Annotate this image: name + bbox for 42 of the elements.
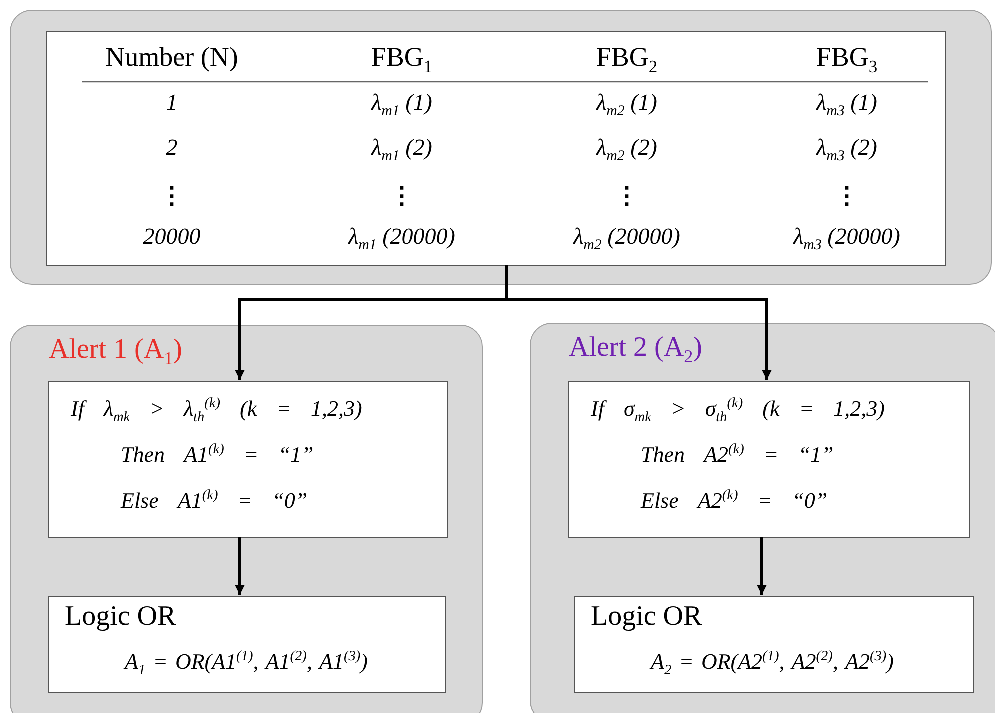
table-cell-text: 1 — [165, 90, 179, 116]
table-cell-text: λ$_{m1}$ (20000) — [347, 224, 456, 250]
rule-text: Then A1$^{(k)}$ = “1” — [120, 442, 315, 468]
table-cell-text: λ$_{m1}$ (1) — [370, 90, 434, 116]
column-header: Number (N) — [104, 42, 240, 73]
table-cell-text: λ$_{m2}$ (20000) — [572, 224, 682, 250]
box-heading: Logic OR — [65, 601, 176, 633]
condition-box — [568, 381, 970, 538]
formula-text: A$_{1}$ = OR(A1$^{(1)}$, A1$^{(2)}$, A1$^{(3)}$) — [122, 649, 369, 675]
table-cell-text: ⋮ — [389, 183, 415, 211]
table-cell-text: 20000 — [142, 224, 202, 250]
rule-text: If σ$_{mk}$ > σ$_{th}$$^{(k)}$ (k = 1,2,3) — [590, 396, 886, 422]
table-cell-text: λ$_{m2}$ (1) — [595, 90, 658, 116]
alert-heading: Alert 1 (A$_{1}$) — [49, 334, 182, 366]
table-cell-text: ⋮ — [614, 183, 640, 211]
column-header: FBG$_{1}$ — [370, 42, 434, 73]
table-cell-text: λ$_{m3}$ (2) — [815, 135, 878, 161]
logic-or-box — [574, 596, 974, 693]
table-cell-text: λ$_{m3}$ (20000) — [792, 224, 902, 250]
rule-text: Else A1$^{(k)}$ = “0” — [120, 488, 309, 514]
alert-panel — [530, 323, 995, 713]
logic-or-box — [48, 596, 446, 693]
data-table — [46, 31, 946, 266]
table-cell-text: λ$_{m3}$ (1) — [815, 90, 878, 116]
arrow — [235, 537, 245, 595]
table-cell-text: ⋮ — [159, 183, 185, 211]
table-panel — [10, 10, 992, 285]
alert-heading: Alert 2 (A$_{2}$) — [569, 332, 702, 364]
arrow — [757, 537, 767, 595]
column-header: FBG$_{3}$ — [815, 42, 879, 73]
alert-panel — [10, 325, 483, 713]
box-heading: Logic OR — [591, 601, 702, 633]
rule-text: Then A2$^{(k)}$ = “1” — [640, 442, 835, 468]
formula-text: A$_{2}$ = OR(A2$^{(1)}$, A2$^{(2)}$, A2$^{(3)}$) — [648, 649, 895, 675]
rule-text: Else A2$^{(k)}$ = “0” — [640, 488, 829, 514]
rule-text: If λ$_{mk}$ > λ$_{th}$$^{(k)}$ (k = 1,2,3) — [70, 396, 364, 422]
table-cell-text: ⋮ — [834, 183, 860, 211]
column-header: FBG$_{2}$ — [595, 42, 659, 73]
table-cell-text: λ$_{m1}$ (2) — [370, 135, 434, 161]
table-cell-text: 2 — [165, 135, 179, 161]
condition-box — [48, 381, 448, 538]
table-cell-text: λ$_{m2}$ (2) — [595, 135, 658, 161]
